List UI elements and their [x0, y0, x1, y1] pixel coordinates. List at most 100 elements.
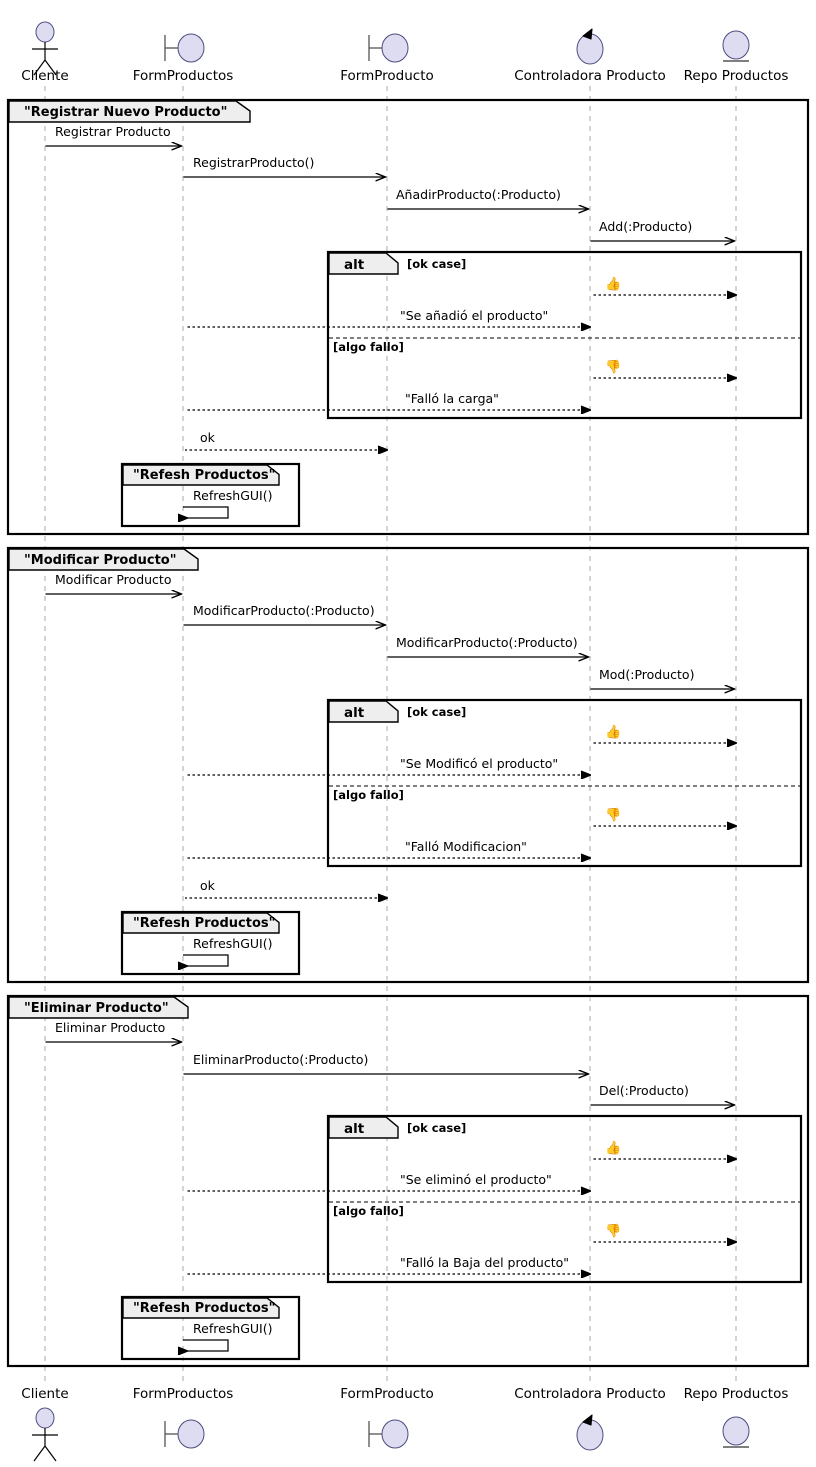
actor-leg-right [44, 59, 57, 76]
participant-label-formproductos: FormProductos [133, 68, 234, 84]
message-label: 👎 [605, 807, 621, 823]
alt-title-label: alt [344, 1121, 365, 1137]
fragments-layer: "Registrar Nuevo Producto" alt [ok case] [a… [6, 98, 810, 1368]
refresh-title-tab [122, 912, 280, 934]
message-registrar-0: Registrar Producto [45, 124, 182, 146]
message-label: "Falló la carga" [405, 391, 499, 406]
fragment-title: "Modificar Producto" [24, 553, 177, 568]
message-label: "Se añadió el producto" [400, 308, 548, 323]
fragment-eliminar: "Eliminar Producto" [6, 994, 810, 1368]
message-label: "Falló Modificacion" [405, 839, 527, 854]
participant-repo[interactable]: Repo Productos [684, 30, 789, 84]
actor-stick-figure-icon [32, 1407, 58, 1462]
refresh-fragment-eliminar: "Refesh Productos"RefreshGUI() [120, 1295, 301, 1361]
participant-formproductos[interactable]: FormProductos [133, 33, 234, 84]
alt-guard-0: [ok case] [407, 705, 466, 719]
message-eliminar-2: Del(:Producto) [590, 1083, 735, 1105]
participant-cliente[interactable]: Cliente [21, 21, 69, 84]
alt-message-modificar-alt0-0: 👍 [592, 724, 736, 743]
message-label: "Se Modificó el producto" [400, 756, 558, 771]
fragment-inner [9, 549, 807, 981]
message-modificar-post0: ok [185, 878, 387, 898]
refresh-title-tab [122, 464, 280, 486]
messages-layer: Registrar ProductoRegistrarProducto()Aña… [45, 124, 737, 1274]
message-label: ok [200, 430, 216, 445]
message-label: ModificarProducto(:Producto) [193, 603, 375, 618]
participant-footer-label-formproducto: FormProducto [340, 1386, 434, 1402]
self-call-label: RefreshGUI() [193, 488, 272, 503]
alt-message-modificar-alt0-1: "Se Modificó el producto" [185, 756, 590, 775]
participant-footer-controladora[interactable]: Controladora Producto [514, 1386, 666, 1451]
alt-message-registrar-alt0-1: "Se añadió el producto" [185, 308, 590, 327]
refresh-fragment-registrar: "Refesh Productos"RefreshGUI() [120, 462, 301, 528]
self-call-line [183, 1339, 229, 1351]
fragment-title-tab [8, 996, 189, 1019]
message-label: ModificarProducto(:Producto) [396, 635, 578, 650]
alt-inner [329, 253, 800, 417]
participant-formproducto[interactable]: FormProducto [340, 33, 434, 84]
alt-guard-1: [algo fallo] [333, 788, 404, 802]
message-label: Eliminar Producto [55, 1020, 165, 1035]
message-label: Registrar Producto [55, 124, 171, 139]
message-label: 👍 [605, 1140, 621, 1156]
message-modificar-1: ModificarProducto(:Producto) [183, 603, 386, 625]
fragment-title-tab [8, 548, 199, 571]
message-modificar-2: ModificarProducto(:Producto) [387, 635, 589, 657]
participant-label-formproducto: FormProducto [340, 68, 434, 84]
participant-footer-formproductos[interactable]: FormProductos [133, 1386, 234, 1449]
actor-head [35, 21, 55, 43]
message-label: RegistrarProducto() [193, 155, 314, 170]
participant-footer-formproducto[interactable]: FormProducto [340, 1386, 434, 1449]
participant-footer-repo[interactable]: Repo Productos [684, 1386, 789, 1448]
refresh-border [120, 910, 301, 976]
participant-label-cliente: Cliente [21, 68, 68, 84]
alt-message-registrar-alt0-0: 👍 [592, 276, 736, 295]
message-label: EliminarProducto(:Producto) [193, 1052, 368, 1067]
message-label: Del(:Producto) [599, 1083, 689, 1098]
alt-guard-1: [algo fallo] [333, 1204, 404, 1218]
fragment-title-tab [8, 100, 251, 123]
alt-guard-0: [ok case] [407, 257, 466, 271]
message-label: "Se eliminó el producto" [400, 1172, 552, 1187]
actor-leg-left [33, 59, 46, 76]
entity-circle [722, 1416, 750, 1446]
refresh-border [120, 1295, 301, 1361]
participant-label-controladora: Controladora Producto [514, 68, 666, 84]
boundary-icon [164, 33, 205, 63]
self-call-label: RefreshGUI() [193, 1321, 272, 1336]
message-label: 👎 [605, 1223, 621, 1239]
actor-leg-right [44, 1445, 57, 1462]
fragment-title: "Registrar Nuevo Producto" [24, 105, 227, 120]
message-label: Mod(:Producto) [599, 667, 694, 682]
alt-title-label: alt [344, 257, 365, 273]
fragment-inner [9, 101, 807, 533]
participant-controladora[interactable]: Controladora Producto [514, 28, 666, 84]
message-registrar-post0: ok [185, 430, 387, 450]
boundary-circle [177, 33, 205, 63]
alt-message-eliminar-alt0-1: "Se eliminó el producto" [185, 1172, 590, 1191]
message-registrar-1: RegistrarProducto() [183, 155, 386, 177]
self-call-label: RefreshGUI() [193, 936, 272, 951]
alt-message-eliminar-alt0-0: 👍 [592, 1140, 736, 1159]
control-icon [576, 28, 604, 65]
alt-message-modificar-alt1-1: "Falló Modificacion" [185, 839, 590, 858]
self-call-line [183, 954, 229, 966]
entity-circle [722, 30, 750, 60]
actor-leg-left [33, 1445, 46, 1462]
fragment-inner [9, 997, 807, 1365]
fragment-border [6, 994, 810, 1368]
alt-message-eliminar-alt1-0: 👎 [592, 1223, 736, 1242]
participant-footer-label-controladora: Controladora Producto [514, 1386, 666, 1402]
alt-message-modificar-alt1-0: 👎 [592, 807, 736, 826]
alt-message-eliminar-alt1-1: "Falló la Baja del producto" [185, 1255, 590, 1274]
alt-fragment-registrar: alt[ok case][algo fallo] [326, 250, 803, 420]
alt-title-tab [328, 700, 399, 723]
alt-fragment-modificar: alt[ok case][algo fallo] [326, 698, 803, 868]
participant-footer-label-formproductos: FormProductos [133, 1386, 234, 1402]
message-label: Add(:Producto) [599, 219, 692, 234]
boundary-circle [177, 1419, 205, 1449]
self-call-line [183, 506, 229, 518]
participant-footer-cliente[interactable]: Cliente [21, 1386, 69, 1462]
